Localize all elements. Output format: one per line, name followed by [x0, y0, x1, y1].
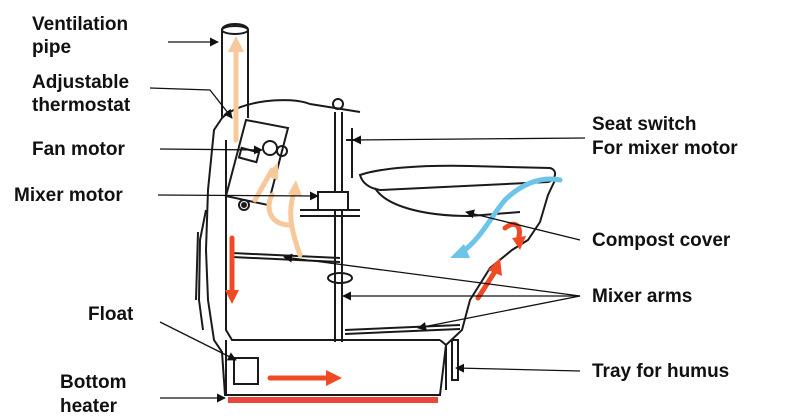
- leader-thermostat: [149, 87, 233, 119]
- label-float: Float: [88, 304, 134, 325]
- leader-float: [159, 321, 237, 361]
- label-tray-for-humus: Tray for humus: [592, 361, 729, 382]
- leader-fan-motor: [159, 145, 263, 155]
- label-compost-cover: Compost cover: [592, 230, 731, 251]
- leader-mixer-arms-1: [283, 253, 581, 297]
- warm-air-flow: [233, 45, 303, 258]
- hot-air-flow: [229, 221, 522, 381]
- label-adjustable-thermostat: Adjustable thermostat: [32, 72, 134, 116]
- humus-tray: [233, 339, 459, 385]
- leader-compost-cover: [465, 209, 581, 241]
- label-mixer-arms: Mixer arms: [592, 286, 692, 307]
- cool-air-flow: [459, 176, 563, 255]
- hot-air-arrowheads: [225, 236, 526, 386]
- label-mixer-motor: Mixer motor: [14, 185, 123, 206]
- warm-air-arrowheads: [228, 36, 302, 196]
- label-bottom-heater: Bottom heater: [60, 372, 132, 417]
- cool-air-arrowhead: [450, 244, 470, 258]
- label-seat-switch: Seat switch For mixer motor: [592, 114, 738, 159]
- ventilation-pipe: [221, 23, 249, 118]
- toilet-body: [195, 99, 557, 396]
- leader-tray: [455, 363, 581, 373]
- label-fan-motor: Fan motor: [32, 139, 125, 160]
- mixer-assembly: [231, 98, 461, 342]
- label-ventilation-pipe: Ventilation pipe: [32, 14, 133, 58]
- leader-seat-switch: [352, 135, 586, 145]
- leader-mixer-arms-3: [417, 295, 581, 331]
- leader-mixer-motor: [157, 191, 319, 201]
